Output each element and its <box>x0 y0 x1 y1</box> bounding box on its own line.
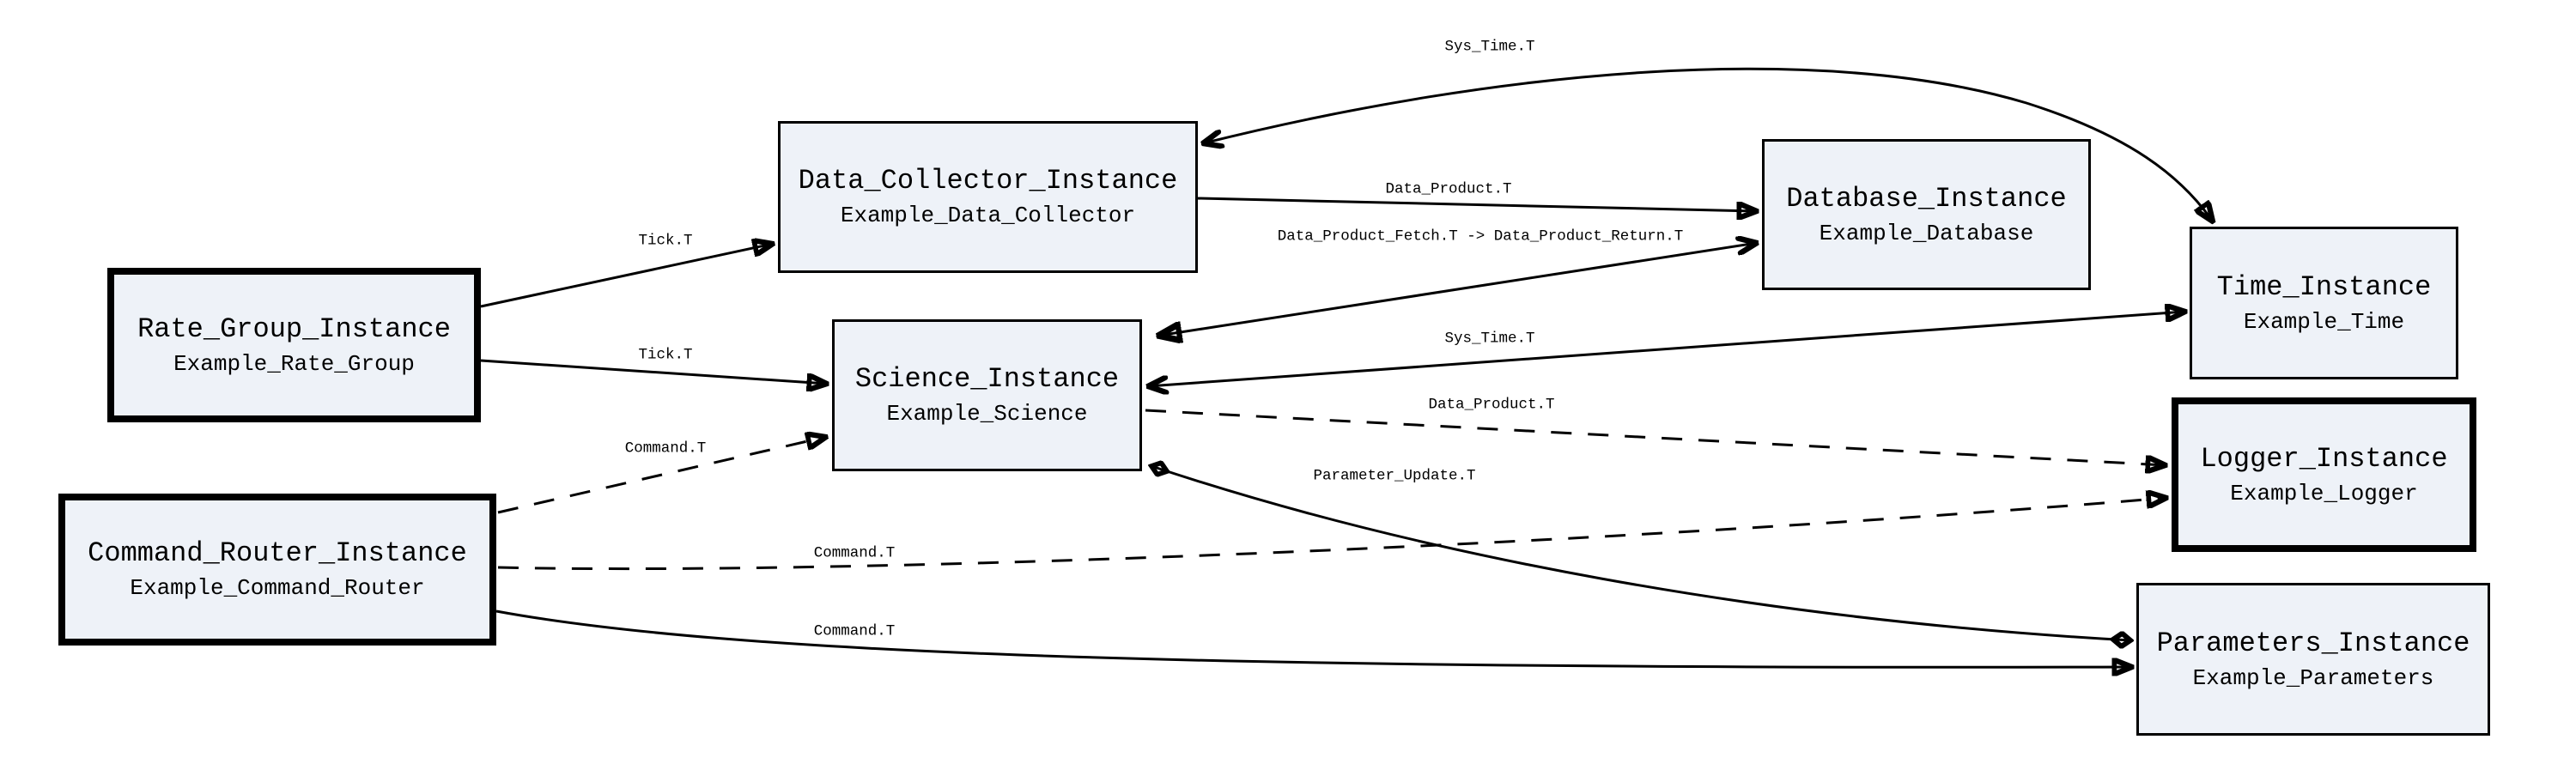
edge-parameter-update <box>1151 466 2130 640</box>
edge-sys-time-to-data-collector <box>1203 67 2213 221</box>
edge-data-product-to-database <box>1197 197 1757 211</box>
edge-label-command-to-parameters: Command.T <box>811 623 898 640</box>
node-logger: Logger_Instance Example_Logger <box>2172 397 2476 552</box>
node-subtitle: Example_Time <box>2243 308 2405 335</box>
node-rate-group: Rate_Group_Instance Example_Rate_Group <box>107 268 481 422</box>
node-subtitle: Example_Logger <box>2230 480 2418 506</box>
edge-label-parameter-update: Parameter_Update.T <box>1310 468 1479 485</box>
edge-command-to-logger <box>497 498 2166 571</box>
node-subtitle: Example_Parameters <box>2192 664 2434 691</box>
node-title: Database_Instance <box>1786 182 2067 215</box>
node-time: Time_Instance Example_Time <box>2190 227 2458 379</box>
node-title: Parameters_Instance <box>2156 627 2470 659</box>
node-data-collector: Data_Collector_Instance Example_Data_Col… <box>778 121 1198 273</box>
node-title: Rate_Group_Instance <box>137 312 451 345</box>
node-command-router: Command_Router_Instance Example_Command_… <box>58 494 496 646</box>
node-subtitle: Example_Science <box>886 401 1088 427</box>
edge-tick-to-science <box>480 359 827 384</box>
node-title: Command_Router_Instance <box>88 537 467 570</box>
node-title: Science_Instance <box>854 363 1120 396</box>
edge-label-data-product-to-logger: Data_Product.T <box>1425 397 1558 414</box>
edge-command-to-parameters <box>495 609 2132 667</box>
node-science: Science_Instance Example_Science <box>832 319 1142 471</box>
edge-command-to-science <box>497 437 826 514</box>
edge-label-data-product-fetch-return: Data_Product_Fetch.T -> Data_Product_Ret… <box>1274 228 1686 246</box>
node-subtitle: Example_Rate_Group <box>173 350 415 377</box>
edge-label-tick-to-data-collector: Tick.T <box>635 233 696 250</box>
edge-label-data-product-to-database: Data_Product.T <box>1382 181 1515 198</box>
node-subtitle: Example_Data_Collector <box>840 203 1136 229</box>
edge-tick-to-data-collector <box>480 244 773 308</box>
node-parameters: Parameters_Instance Example_Parameters <box>2136 583 2490 736</box>
edge-data-product-to-logger <box>1145 409 2166 465</box>
node-title: Time_Instance <box>2216 270 2432 303</box>
node-database: Database_Instance Example_Database <box>1762 139 2091 290</box>
edge-data-product-fetch-return <box>1158 243 1757 336</box>
node-title: Logger_Instance <box>2200 442 2448 475</box>
edge-label-command-to-science: Command.T <box>622 440 709 458</box>
edge-label-sys-time-to-data-collector: Sys_Time.T <box>1442 39 1538 56</box>
node-subtitle: Example_Command_Router <box>130 575 425 602</box>
node-subtitle: Example_Database <box>1819 220 2034 246</box>
node-title: Data_Collector_Instance <box>798 165 1178 197</box>
edge-label-tick-to-science: Tick.T <box>635 347 696 364</box>
edge-sys-time-to-science <box>1148 312 2185 386</box>
edge-label-command-to-logger: Command.T <box>811 545 898 562</box>
edge-label-sys-time-to-science: Sys_Time.T <box>1442 330 1538 348</box>
